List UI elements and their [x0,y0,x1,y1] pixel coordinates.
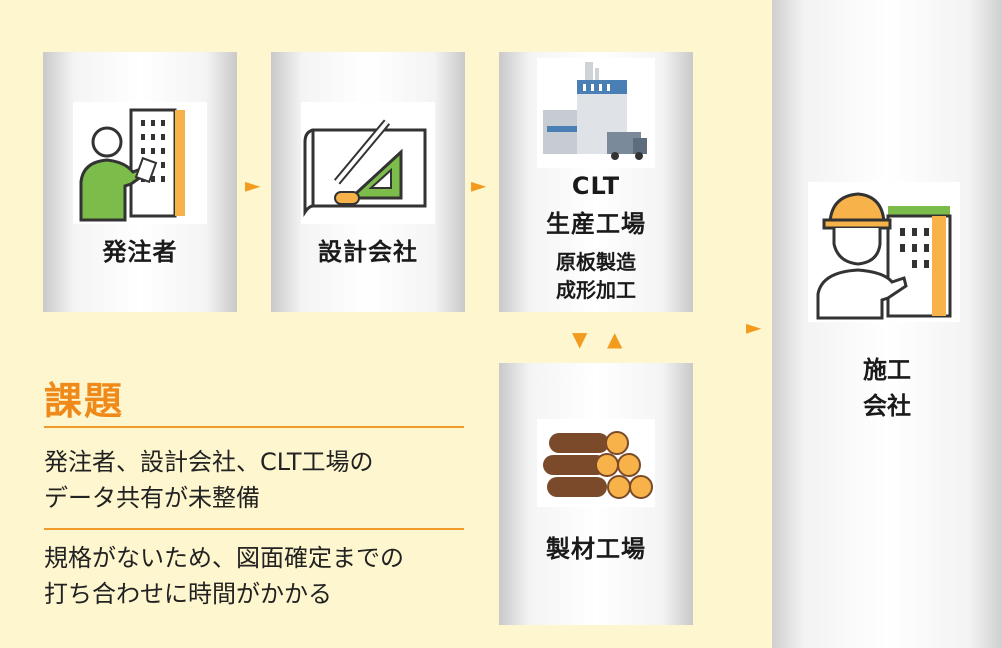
issue-item-2: 規格がないため、図面確定までの 打ち合わせに時間がかかる [44,540,484,612]
client-label: 発注者 [102,238,178,266]
issues-rule-1 [44,426,464,428]
factory-sub-line1: 原板製造 [556,250,636,274]
design-drawing-icon [301,102,435,224]
builder-icon [808,182,960,322]
design-label: 設計会社 [318,238,418,266]
arrow-to-builder: ► [746,315,762,339]
issue-2-line2: 打ち合わせに時間がかかる [44,580,332,608]
node-clt-factory: CLT 生産工場 原板製造 成形加工 [499,52,693,312]
issue-1-line1: 発注者、設計会社、CLT工場の [44,448,374,476]
node-builder: 施工 会社 [772,0,1002,648]
client-icon [73,102,207,224]
node-design: 設計会社 [271,52,465,312]
node-sawmill: 製材工場 [499,363,693,625]
arrow-client-to-design: ► [245,173,261,197]
issue-2-line1: 規格がないため、図面確定までの [44,544,404,572]
builder-label-line2: 会社 [863,392,911,420]
arrow-design-to-factory: ► [471,173,487,197]
node-client: 発注者 [43,52,237,312]
arrow-factory-down: ▼ [572,327,588,351]
issues-rule-2 [44,528,464,530]
factory-sub-line2: 成形加工 [556,278,636,302]
logs-icon [537,419,655,507]
issue-item-1: 発注者、設計会社、CLT工場の データ共有が未整備 [44,444,484,516]
builder-label-line1: 施工 [863,356,911,384]
factory-label-line2: 生産工場 [546,210,646,238]
issues-title: 課題 [44,379,125,423]
factory-icon [537,58,655,168]
issue-1-line2: データ共有が未整備 [44,484,260,512]
arrow-sawmill-up: ▲ [607,327,623,351]
gap-strip [742,0,772,648]
sawmill-label: 製材工場 [546,535,646,563]
factory-label-line1: CLT [571,172,621,200]
